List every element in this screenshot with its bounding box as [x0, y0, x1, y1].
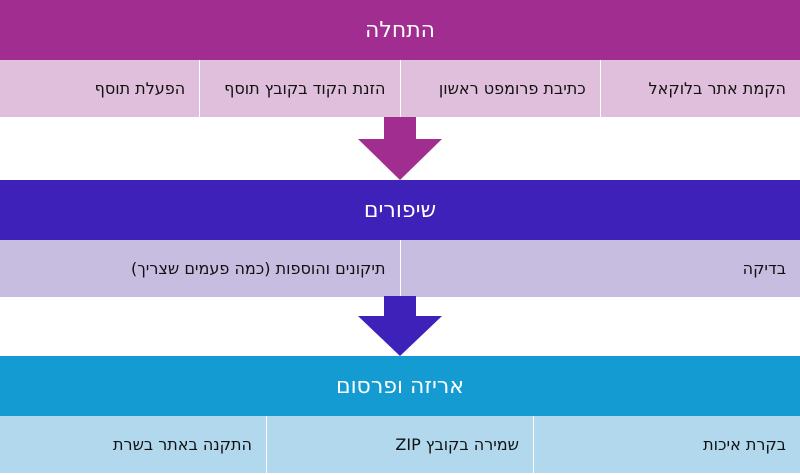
step-fixes-additions: תיקונים והוספות (כמה פעמים שצריך) — [0, 240, 401, 297]
down-arrow-2 — [0, 296, 800, 356]
stage-improvements-title: שיפורים — [0, 180, 800, 240]
step-first-prompt: כתיבת פרומפט ראשון — [400, 60, 601, 117]
stage-packaging: אריזה ופרסום בקרת איכות שמירה בקובץ ZIP … — [0, 356, 800, 473]
step-save-zip: שמירה בקובץ ZIP — [267, 416, 534, 473]
step-install-server: התקנה באתר בשרת — [0, 416, 267, 473]
step-activate-plugin: הפעלת תוסף — [0, 60, 201, 117]
stage-improvements-steps: בדיקה תיקונים והוספות (כמה פעמים שצריך) — [0, 240, 800, 297]
step-quality-control: בקרת איכות — [534, 416, 800, 473]
stage-packaging-title: אריזה ופרסום — [0, 356, 800, 416]
stage-start-steps: הקמת אתר בלוקאל כתיבת פרומפט ראשון הזנת … — [0, 60, 800, 117]
step-enter-code: הזנת הקוד בקובץ תוסף — [200, 60, 401, 117]
step-local-site: הקמת אתר בלוקאל — [600, 60, 800, 117]
down-arrow-1 — [0, 117, 800, 180]
stage-packaging-steps: בקרת איכות שמירה בקובץ ZIP התקנה באתר בש… — [0, 416, 800, 473]
step-testing: בדיקה — [400, 240, 800, 297]
stage-start: התחלה הקמת אתר בלוקאל כתיבת פרומפט ראשון… — [0, 0, 800, 117]
stage-start-title: התחלה — [0, 0, 800, 60]
stage-improvements: שיפורים בדיקה תיקונים והוספות (כמה פעמים… — [0, 180, 800, 297]
